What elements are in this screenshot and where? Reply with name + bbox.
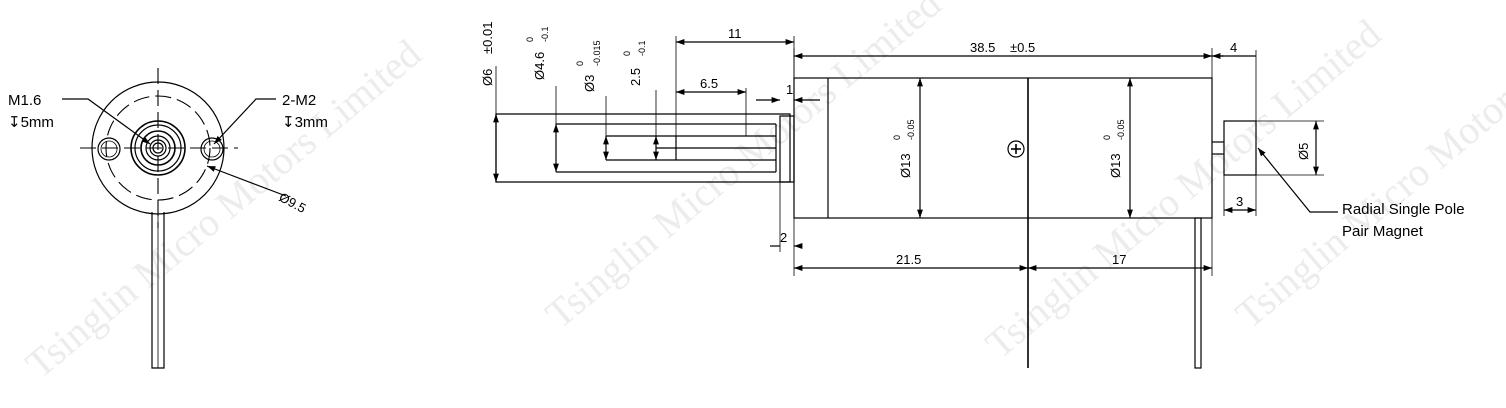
d-body-left-tol-lower: -0.05	[906, 119, 916, 140]
d-boss-tol-lower: -0.1	[540, 26, 550, 42]
d-body-left-tol-upper: 0	[892, 135, 902, 140]
side-view: Ø6 ±0.01 Ø4.6 0 -0.1 Ø3 0 -0.015 2.5 0 -…	[480, 22, 1465, 369]
leader-pcd	[206, 165, 287, 197]
len-body-tol: ±0.5	[1010, 40, 1035, 55]
screw-icon	[1007, 140, 1025, 158]
motor-body	[793, 77, 1213, 219]
mount-hole-left	[97, 137, 121, 161]
pcd-circle	[105, 95, 211, 201]
leader-2-m2	[213, 98, 276, 145]
len-boss-label: 1	[786, 82, 793, 97]
d-magnet-label: Ø5	[1296, 143, 1311, 160]
len-body-label: 38.5	[970, 40, 995, 55]
d-body-right-label: Ø13	[1108, 153, 1123, 178]
flat-label: 2.5	[628, 68, 643, 86]
mount-hole-right	[200, 137, 224, 161]
pcd-label: Ø9.5	[277, 189, 309, 215]
thread-holes-depth: ↧3mm	[282, 114, 328, 131]
d-body-left-label: Ø13	[898, 153, 913, 178]
len-flange-label: 2	[780, 230, 787, 245]
d-shaft-tol-upper: 0	[575, 61, 585, 66]
thread-center-depth: ↧5mm	[8, 114, 54, 131]
flat-tol-lower: -0.1	[637, 40, 647, 56]
leader-m1-6	[62, 98, 151, 145]
d-boss-label: Ø4.6	[532, 52, 547, 80]
d-body-right-tol-lower: -0.05	[1116, 119, 1126, 140]
len-rear-section-label: 17	[1112, 252, 1126, 267]
len-rear-label: 4	[1230, 40, 1237, 55]
watermark: Tsinglin Micro Motors Limited Tsinglin M…	[17, 0, 1506, 387]
magnet-label-line1: Radial Single Pole	[1342, 201, 1465, 218]
len-magnet-label: 3	[1236, 194, 1243, 209]
d-flange-tol: ±0.01	[480, 22, 495, 54]
d-shaft-label: Ø3	[582, 75, 597, 92]
watermark-text: Tsinglin Micro Motors Limited	[17, 31, 429, 387]
d-body-right-tol-upper: 0	[1102, 135, 1112, 140]
len-front-section-label: 21.5	[896, 252, 921, 267]
d-flange-label: Ø6	[480, 69, 495, 86]
len-shaft-label: 11	[728, 26, 742, 41]
thread-holes-label: 2-M2	[282, 92, 316, 109]
magnet-label-line2: Pair Magnet	[1342, 223, 1424, 240]
boss-outer	[130, 120, 186, 176]
len-flat-label: 6.5	[700, 76, 718, 91]
shaft-center	[152, 142, 164, 154]
d-shaft-tol-lower: -0.015	[592, 40, 602, 66]
lead-wire-side	[1194, 217, 1202, 369]
flat-tol-upper: 0	[622, 51, 632, 56]
d-boss-tol-upper: 0	[525, 37, 535, 42]
thread-center-label: M1.6	[8, 92, 41, 109]
end-view: M1.6 ↧5mm 2-M2 ↧3mm Ø9.5	[8, 68, 328, 369]
end-body-outline	[91, 81, 225, 215]
magnet	[1223, 120, 1257, 176]
watermark-text: Tsinglin Micro Motors Limited	[977, 11, 1389, 367]
leader-magnet	[1257, 147, 1338, 213]
